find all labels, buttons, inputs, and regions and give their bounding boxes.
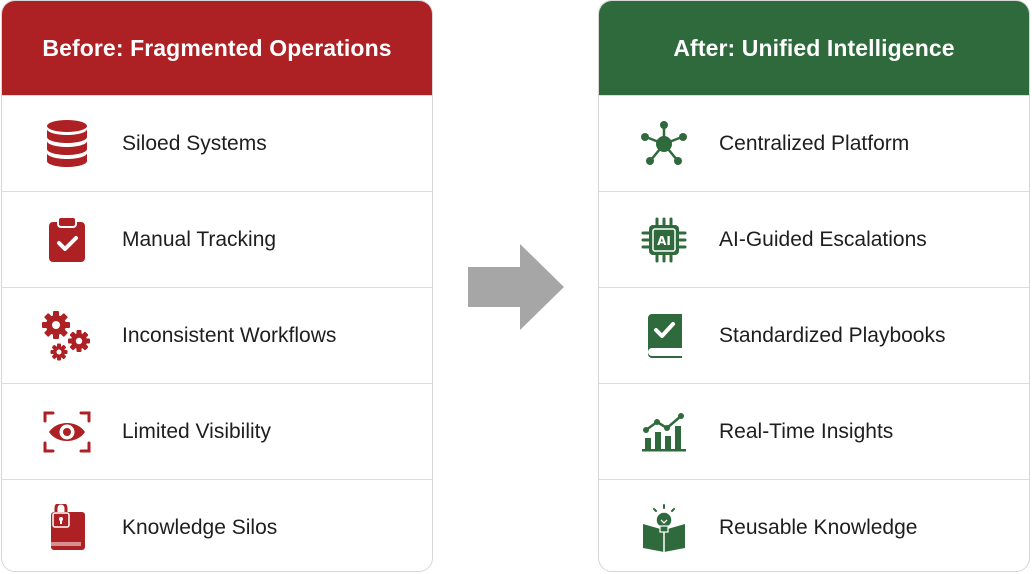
gears-icon bbox=[42, 310, 92, 361]
svg-text:AI: AI bbox=[657, 234, 671, 248]
before-item-label: Knowledge Silos bbox=[122, 515, 278, 539]
after-item-label: Real-Time Insights bbox=[719, 419, 894, 443]
checked-book-icon bbox=[639, 311, 689, 361]
after-item-label: AI-Guided Escalations bbox=[719, 227, 927, 251]
after-item-label: Reusable Knowledge bbox=[719, 515, 918, 539]
after-panel: After: Unified Intelligence bbox=[598, 0, 1030, 572]
before-panel: Before: Fragmented Operations Siloed Sys… bbox=[1, 0, 433, 572]
before-item-label: Siloed Systems bbox=[122, 131, 267, 155]
after-item-standardized-playbooks: Standardized Playbooks bbox=[599, 287, 1029, 383]
lightbulb-book-icon bbox=[639, 503, 689, 553]
database-icon bbox=[42, 119, 92, 169]
after-item-real-time-insights: Real-Time Insights bbox=[599, 383, 1029, 479]
before-item-label: Inconsistent Workflows bbox=[122, 323, 337, 347]
bar-line-chart-icon bbox=[639, 407, 689, 457]
arrow-right-icon bbox=[466, 244, 566, 330]
hub-network-icon bbox=[639, 119, 689, 169]
locked-book-icon bbox=[42, 503, 92, 553]
before-item-inconsistent-workflows: Inconsistent Workflows bbox=[2, 287, 432, 383]
before-panel-title: Before: Fragmented Operations bbox=[2, 1, 432, 95]
before-item-label: Manual Tracking bbox=[122, 227, 277, 251]
after-panel-title: After: Unified Intelligence bbox=[599, 1, 1029, 95]
eye-scan-icon bbox=[42, 407, 92, 457]
before-item-knowledge-silos: Knowledge Silos bbox=[2, 479, 432, 571]
before-item-manual-tracking: Manual Tracking bbox=[2, 191, 432, 287]
clipboard-check-icon bbox=[42, 215, 92, 265]
after-item-centralized-platform: Centralized Platform bbox=[599, 95, 1029, 191]
after-item-ai-guided-escalations: AI AI-Guided Escalations bbox=[599, 191, 1029, 287]
after-item-label: Standardized Playbooks bbox=[719, 323, 946, 347]
after-item-reusable-knowledge: Reusable Knowledge bbox=[599, 479, 1029, 571]
ai-chip-icon: AI bbox=[639, 215, 689, 265]
before-item-label: Limited Visibility bbox=[122, 419, 271, 443]
after-item-label: Centralized Platform bbox=[719, 131, 910, 155]
before-item-limited-visibility: Limited Visibility bbox=[2, 383, 432, 479]
before-item-siloed-systems: Siloed Systems bbox=[2, 95, 432, 191]
